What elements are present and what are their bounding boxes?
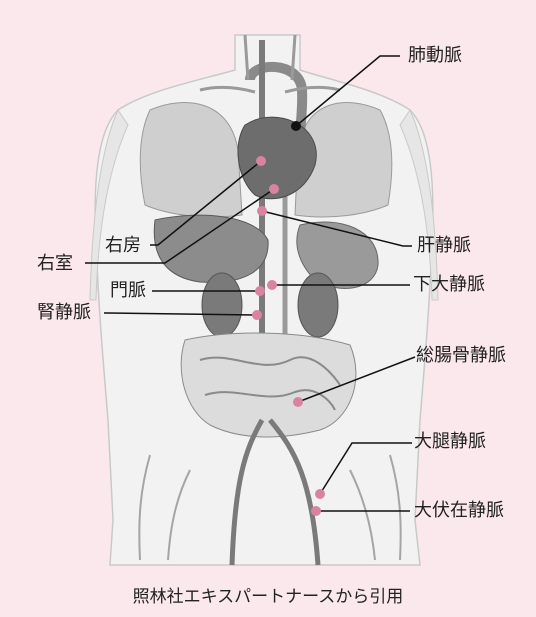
label-right-atrium: 右房	[105, 236, 141, 256]
marker-hepatic-vein	[257, 206, 267, 216]
source-credit: 照林社エキスパートナースから引用	[0, 582, 536, 607]
label-portal-vein: 門脈	[110, 281, 146, 301]
marker-saphenous	[311, 506, 321, 516]
right-kidney	[298, 273, 338, 337]
marker-renal-vein	[252, 310, 262, 320]
marker-pulmonary-artery	[291, 121, 301, 131]
marker-right-ventricle	[269, 184, 279, 194]
label-right-ventricle: 右室	[37, 254, 73, 274]
left-kidney	[202, 273, 242, 337]
label-great-saphenous-vein: 大伏在静脈	[414, 501, 504, 521]
label-common-iliac-vein: 総腸骨静脈	[416, 346, 506, 366]
marker-portal-vein	[255, 286, 265, 296]
marker-femoral	[315, 489, 325, 499]
marker-common-iliac	[293, 397, 303, 407]
label-hepatic-vein: 肝静脈	[417, 236, 471, 256]
label-femoral-vein: 大腿静脈	[414, 432, 486, 452]
label-renal-vein: 腎静脈	[37, 303, 91, 323]
label-inferior-vena-cava: 下大静脈	[413, 275, 485, 295]
marker-right-atrium	[256, 156, 266, 166]
marker-ivc	[267, 280, 277, 290]
label-pulmonary-artery: 肺動脈	[408, 46, 462, 66]
